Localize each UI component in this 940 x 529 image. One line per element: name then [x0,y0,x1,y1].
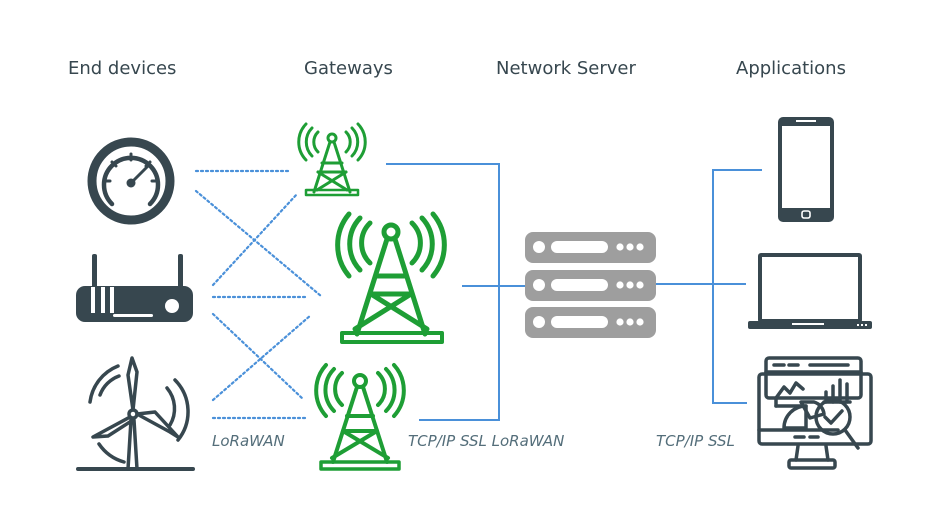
antenna-tower-icon-bottom [314,363,406,471]
link-router-gateway-top [211,192,299,287]
link-gauge-gateway-middle [194,189,323,298]
column-title-network-server: Network Server [496,58,636,79]
server-unit [525,307,656,338]
gauge-icon [87,137,175,225]
antenna-tower-icon-top [297,122,367,197]
link-apps-bus [712,169,762,404]
column-title-gateways: Gateways [304,58,393,79]
server-unit [525,232,656,263]
protocol-label-tcp-ssl: TCP/IP SSL [656,432,735,450]
protocol-label-lorawan: LoRaWAN [212,432,285,450]
link-router-gateway-bottom [211,312,305,401]
laptop-icon [748,253,872,329]
tcp-links [386,163,762,421]
lorawan-links [194,169,323,420]
router-icon [76,254,193,322]
server-unit [525,270,656,301]
server-rack-icon [525,232,656,338]
link-gateways-server-bus [386,163,500,421]
analytics-monitor-icon [757,356,873,470]
smartphone-icon [778,117,834,222]
antenna-tower-icon-middle [335,211,447,344]
wind-turbine-icon [76,356,195,471]
column-title-end-devices: End devices [68,58,177,79]
protocol-label-tcp-ssl-lorawan: TCP/IP SSL LoRaWAN [408,432,565,450]
column-title-applications: Applications [736,58,846,79]
link-turbine-gateway-middle [211,313,313,402]
